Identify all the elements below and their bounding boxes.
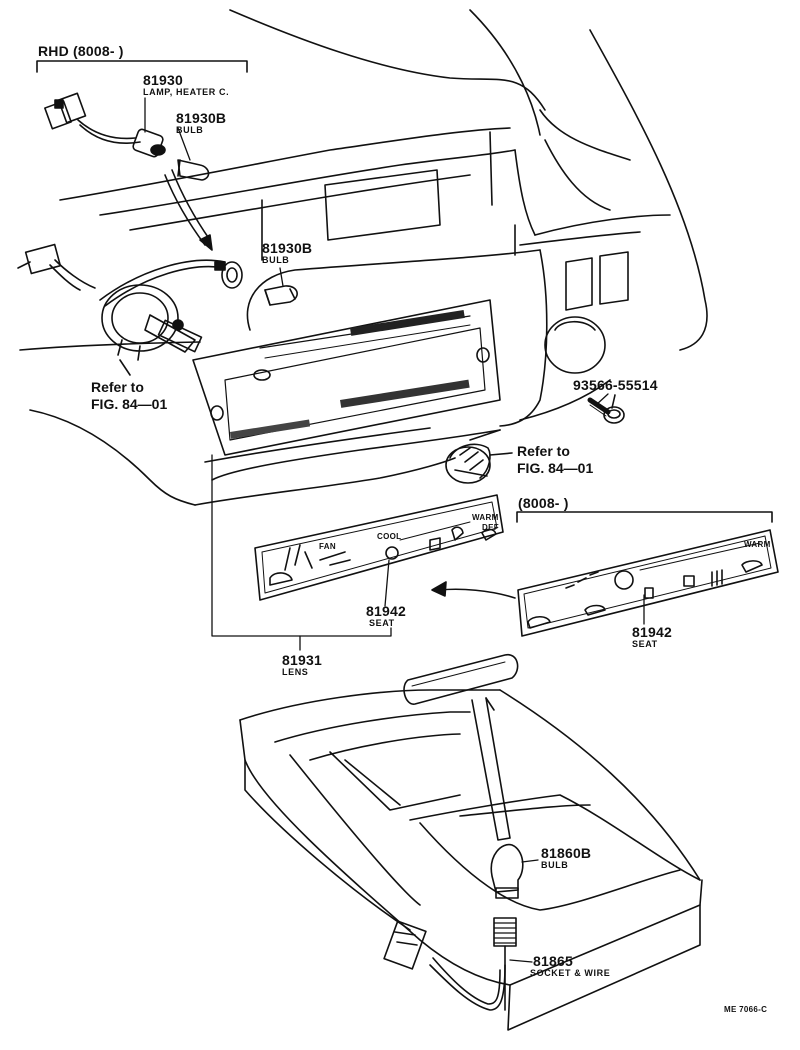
- bulb-81860b-shape: [490, 843, 524, 899]
- part-number-93566-55514: 93566-55514: [573, 377, 658, 393]
- part-number-81930b-mid: 81930B: [262, 240, 313, 256]
- replacement-arrow: [431, 581, 516, 599]
- heater-control-panel: [192, 299, 501, 463]
- part-number-81930: 81930: [143, 72, 183, 88]
- part-name-seat-left: SEAT: [369, 618, 395, 628]
- part-number-81942-right: 81942: [632, 624, 672, 640]
- part-number-81931: 81931: [282, 652, 322, 668]
- part-number-81860b: 81860B: [541, 845, 592, 861]
- rhd-group-bracket: [36, 60, 248, 73]
- part-name-bulb-mid: BULB: [262, 255, 290, 265]
- bulb-81930b-top: [177, 159, 210, 181]
- part-name-lens: LENS: [282, 667, 309, 677]
- reference-left-line2[interactable]: FIG. 84—01: [91, 396, 168, 412]
- reference-right-line2[interactable]: FIG. 84—01: [517, 460, 594, 476]
- reference-left-line1[interactable]: Refer to: [91, 379, 144, 395]
- panel-left-def: DEF: [482, 523, 499, 532]
- part-number-81942-left: 81942: [366, 603, 406, 619]
- panel-left-fan: FAN: [319, 542, 336, 551]
- seat-panel-left: [254, 494, 504, 601]
- part-name-seat-right: SEAT: [632, 639, 658, 649]
- part-name-socket-wire: SOCKET & WIRE: [530, 968, 611, 978]
- group-rhd-label: RHD (8008- ): [38, 43, 124, 59]
- dashboard-outline: [19, 9, 708, 506]
- panel-right-warm: WARM: [744, 540, 771, 549]
- part-number-81930b-top: 81930B: [176, 110, 227, 126]
- figure-code: ME 7066-C: [724, 1005, 768, 1014]
- group-8008-bracket: [516, 511, 773, 523]
- part-name-bulb-top: BULB: [176, 125, 204, 135]
- socket-and-wire-shape: [383, 917, 517, 1011]
- group-8008-label: (8008- ): [518, 495, 569, 511]
- part-name-lamp-heater-c: LAMP, HEATER C.: [143, 87, 230, 97]
- lamp-heater-c-assembly: [44, 92, 166, 158]
- shift-lever: [403, 653, 519, 841]
- install-arrow-top: [164, 169, 213, 251]
- screw-93566-55514: [587, 394, 625, 424]
- control-knob: [445, 443, 513, 484]
- center-console: [239, 689, 703, 1031]
- panel-left-warm: WARM: [472, 513, 499, 522]
- bulb-81930b-mid: [264, 285, 298, 306]
- part-name-bulb-console: BULB: [541, 860, 569, 870]
- leader-lines: [144, 97, 645, 963]
- heater-control-switch: [17, 243, 243, 376]
- part-number-81865: 81865: [533, 953, 573, 969]
- panel-left-cool: COOL: [377, 532, 402, 541]
- seat-panel-right: [517, 529, 779, 637]
- reference-right-line1[interactable]: Refer to: [517, 443, 570, 459]
